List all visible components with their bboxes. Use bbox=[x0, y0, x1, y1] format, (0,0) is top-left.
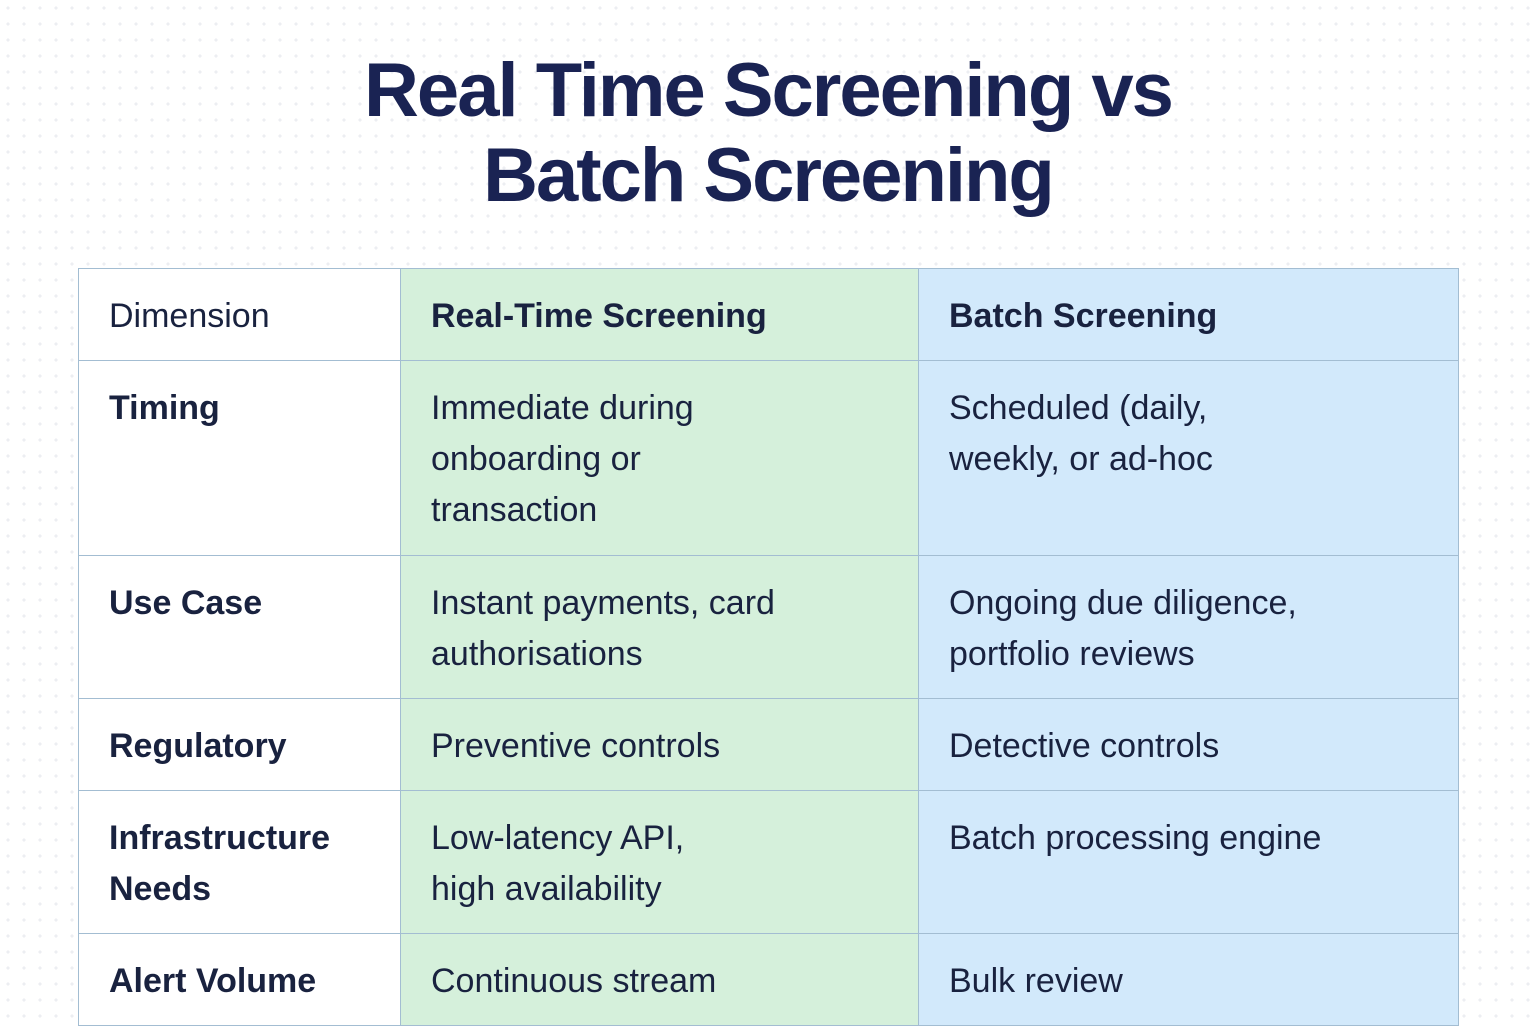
row-label-cell: Use Case bbox=[78, 555, 401, 699]
table-row-infrastructure-needs: Infrastructure Needs Low-latency API, hi… bbox=[78, 790, 1459, 934]
page-title-line-2: Batch Screening bbox=[483, 133, 1055, 219]
row-label-cell: Regulatory bbox=[78, 698, 401, 791]
page-title: Real Time Screening vs Batch Screening bbox=[0, 48, 1536, 218]
table-row-timing: Timing Immediate during onboarding or tr… bbox=[78, 360, 1459, 556]
batch-cell: Scheduled (daily, weekly, or ad-hoc bbox=[918, 360, 1459, 556]
table-row-use-case: Use Case Instant payments, card authoris… bbox=[78, 555, 1459, 699]
table-row-alert-volume: Alert Volume Continuous stream Bulk revi… bbox=[78, 933, 1459, 1026]
realtime-cell: Continuous stream bbox=[400, 933, 919, 1026]
row-label-cell: Infrastructure Needs bbox=[78, 790, 401, 934]
realtime-cell: Low-latency API, high availability bbox=[400, 790, 919, 934]
realtime-cell: Immediate during onboarding or transacti… bbox=[400, 360, 919, 556]
realtime-cell: Preventive controls bbox=[400, 698, 919, 791]
realtime-cell: Instant payments, card authorisations bbox=[400, 555, 919, 699]
page-title-line-1: Real Time Screening vs bbox=[364, 48, 1174, 133]
table-row-regulatory: Regulatory Preventive controls Detective… bbox=[78, 698, 1459, 791]
batch-cell: Batch processing engine bbox=[918, 790, 1459, 934]
comparison-table: Dimension Real-Time Screening Batch Scre… bbox=[78, 268, 1459, 1026]
batch-cell: Detective controls bbox=[918, 698, 1459, 791]
row-label-cell: Timing bbox=[78, 360, 401, 556]
header-cell-dimension: Dimension bbox=[78, 268, 401, 361]
header-cell-realtime: Real-Time Screening bbox=[400, 268, 919, 361]
batch-cell: Bulk review bbox=[918, 933, 1459, 1026]
header-cell-batch: Batch Screening bbox=[918, 268, 1459, 361]
batch-cell: Ongoing due diligence, portfolio reviews bbox=[918, 555, 1459, 699]
row-label-cell: Alert Volume bbox=[78, 933, 401, 1026]
table-header-row: Dimension Real-Time Screening Batch Scre… bbox=[78, 268, 1459, 361]
comparison-table-container: Dimension Real-Time Screening Batch Scre… bbox=[78, 268, 1459, 1026]
